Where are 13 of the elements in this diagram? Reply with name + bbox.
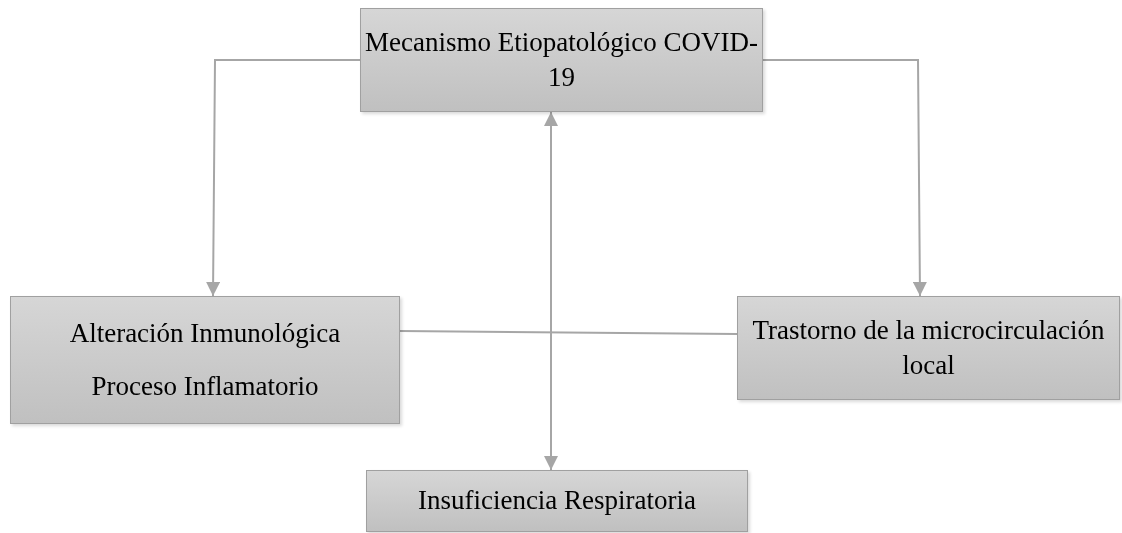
box-text: Insuficiencia Respiratoria xyxy=(417,484,697,518)
process-box xyxy=(366,470,748,532)
arrow xyxy=(762,59,927,297)
arrow xyxy=(544,111,558,471)
connector-line xyxy=(399,330,738,335)
process-box xyxy=(737,296,1120,400)
process-box xyxy=(360,8,763,112)
process-box xyxy=(10,296,400,424)
box-text: Mecanismo Etiopatológico COVID-19 xyxy=(364,25,759,94)
arrow xyxy=(206,59,361,297)
box-text: Alteración Inmunológica xyxy=(69,316,341,350)
box-text: Trastorno de la microcirculación local xyxy=(751,313,1106,382)
box-text: Proceso Inflamatorio xyxy=(91,370,319,403)
